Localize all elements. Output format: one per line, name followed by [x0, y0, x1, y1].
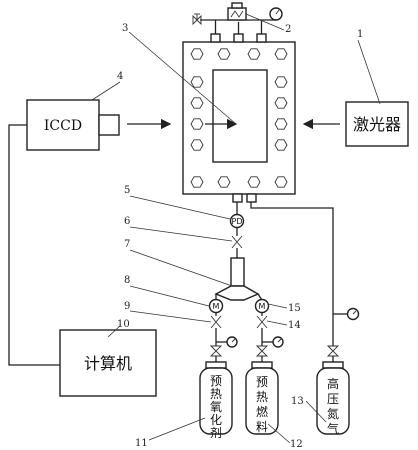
callout-7: 7: [124, 239, 130, 250]
oxidizer-char-4: 化: [210, 413, 222, 427]
iccd-lens: [98, 114, 120, 136]
oxidizer-branch: M 预 热 氧 化 剂: [199, 294, 238, 440]
bolt-hex-icon: [274, 118, 288, 130]
bolt-hex-icon: [217, 48, 231, 60]
fuel-char-1: 预: [256, 375, 268, 389]
bolt-hex-icon: [190, 176, 204, 188]
oxidizer-char-1: 预: [210, 374, 222, 388]
oxidizer-char-3: 氧: [210, 400, 222, 414]
nitrogen-char-3: 氮: [327, 406, 339, 421]
pd-label: PD: [232, 217, 243, 226]
nitrogen-char-1: 高: [327, 376, 339, 391]
callout-5: 5: [124, 185, 130, 196]
computer-box: [59, 329, 157, 397]
callouts: 1 2 3 4 5 6 7 8 9 10 11 12 13 14 15: [91, 13, 381, 450]
bolt-hex-icon: [274, 139, 288, 151]
bolt-hex-icon: [247, 176, 261, 188]
fuel-char-3: 燃: [256, 404, 268, 419]
chamber-bottom-fittings: [232, 193, 257, 203]
bolt-hex-icon: [274, 48, 288, 60]
callout-12: 12: [290, 439, 303, 450]
fuel-cylinder: [245, 367, 279, 435]
mixer-body: [230, 257, 245, 287]
bolt-hex-icon: [274, 176, 288, 188]
check-valve-left-icon: [210, 315, 222, 329]
callout-10: 10: [117, 319, 130, 330]
callout-6: 6: [124, 216, 130, 227]
cylinder-valve-nitrogen-icon: [326, 345, 340, 357]
mixer-junction: [214, 285, 260, 301]
callout-14: 14: [288, 320, 301, 331]
callout-3: 3: [122, 23, 128, 34]
nitrogen-cylinder: [316, 367, 350, 435]
nitrogen-char-4: 气: [327, 421, 339, 436]
vent-valve-icon: [192, 14, 202, 26]
bolt-hex-icon: [190, 139, 204, 151]
iccd-camera: ICCD: [26, 99, 238, 151]
chamber-window: [212, 69, 268, 163]
bolt-hex-icon: [190, 97, 204, 109]
chamber-bolts: [190, 48, 288, 188]
laser-box: [345, 101, 409, 147]
combustion-chamber: [182, 41, 296, 195]
fuel-branch: M 预 热 燃 料: [245, 293, 284, 435]
callout-4: 4: [117, 71, 123, 82]
callout-13: 13: [291, 396, 304, 407]
laser: 激光器: [302, 101, 409, 147]
computer: 计算机: [8, 124, 157, 397]
nitrogen-pipe: [250, 202, 334, 346]
oxidizer-cylinder: [199, 367, 233, 435]
callout-15: 15: [288, 303, 301, 314]
bolt-hex-icon: [190, 48, 204, 60]
callout-8: 8: [124, 275, 130, 286]
bolt-hex-icon: [217, 176, 231, 188]
fuel-char-2: 热: [256, 390, 268, 404]
iccd-computer-cable: [8, 124, 60, 366]
check-valve-icon: [231, 235, 243, 249]
callout-9: 9: [124, 301, 130, 312]
nitrogen-char-2: 压: [327, 392, 339, 406]
laser-label: 激光器: [353, 115, 401, 134]
cylinder-valve-right-icon: [255, 345, 269, 357]
nitrogen-line: 高 压 氮 气: [250, 202, 360, 436]
callout-11: 11: [135, 438, 148, 449]
bolt-hex-icon: [274, 97, 288, 109]
oxidizer-char-2: 热: [210, 387, 222, 401]
mass-flow-meter-left-label: M: [213, 302, 220, 311]
oxidizer-char-5: 剂: [210, 425, 222, 440]
top-valve-assembly: [192, 2, 283, 43]
computer-label: 计算机: [84, 354, 132, 373]
fuel-char-4: 料: [256, 420, 268, 434]
check-valve-right-icon: [256, 315, 268, 329]
callout-1: 1: [357, 29, 363, 40]
iccd-label: ICCD: [44, 118, 82, 134]
bolt-hex-icon: [190, 118, 204, 130]
callout-2: 2: [285, 24, 291, 35]
premix-feed-line: PD: [214, 202, 260, 301]
bolt-hex-icon: [190, 76, 204, 88]
bolt-hex-icon: [274, 76, 288, 88]
iccd-box: [26, 99, 100, 151]
cylinder-valve-left-icon: [209, 345, 223, 357]
bolt-hex-icon: [247, 48, 261, 60]
mass-flow-meter-right-label: M: [259, 302, 266, 311]
